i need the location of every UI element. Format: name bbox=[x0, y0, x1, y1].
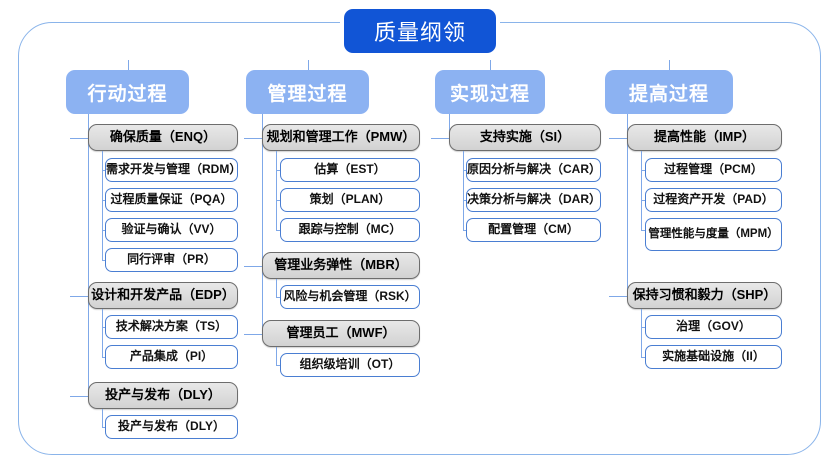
connector-leaf-stub-0-0-2 bbox=[102, 230, 105, 232]
leaf-line-0: 管理性能与度量 bbox=[648, 227, 729, 240]
connector-group-stub-3-1 bbox=[609, 295, 627, 297]
connector-leaf-stub-3-0-2 bbox=[641, 230, 645, 232]
column-header-2[interactable]: 实现过程 bbox=[435, 70, 545, 114]
column-header-1[interactable]: 管理过程 bbox=[246, 70, 369, 114]
group-node-1-1[interactable]: 管理业务弹性（MBR） bbox=[262, 252, 420, 279]
child-trunk-3-1 bbox=[641, 309, 643, 357]
connector-leaf-stub-0-1-1 bbox=[102, 357, 105, 359]
child-trunk-0-2 bbox=[102, 409, 104, 427]
leaf-node-0-2-0[interactable]: 投产与发布（DLY） bbox=[105, 415, 238, 439]
child-trunk-1-1 bbox=[276, 279, 278, 297]
leaf-node-3-1-0[interactable]: 治理（GOV） bbox=[645, 315, 782, 339]
connector-leaf-stub-1-2-0 bbox=[276, 365, 280, 367]
leaf-node-0-0-3[interactable]: 同行评审（PR） bbox=[105, 248, 238, 272]
child-trunk-0-0 bbox=[102, 151, 104, 260]
column-trunk-3 bbox=[627, 114, 629, 296]
leaf-node-0-1-0[interactable]: 技术解决方案（TS） bbox=[105, 315, 238, 339]
connector-leaf-stub-1-0-2 bbox=[276, 230, 280, 232]
leaf-node-1-0-0[interactable]: 估算（EST） bbox=[280, 158, 420, 182]
group-node-3-1[interactable]: 保持习惯和毅力（SHP） bbox=[627, 282, 782, 309]
leaf-node-2-0-0[interactable]: 原因分析与解决（CAR） bbox=[466, 158, 601, 182]
group-node-0-1[interactable]: 设计和开发产品（EDP） bbox=[88, 282, 238, 309]
connector-leaf-stub-2-0-1 bbox=[463, 200, 466, 202]
child-trunk-1-2 bbox=[276, 347, 278, 365]
connector-title-to-header-1 bbox=[307, 60, 309, 70]
leaf-node-1-0-1[interactable]: 策划（PLAN） bbox=[280, 188, 420, 212]
root-title: 质量纲领 bbox=[344, 9, 496, 53]
column-header-3[interactable]: 提高过程 bbox=[605, 70, 733, 114]
connector-group-stub-2-0 bbox=[431, 137, 449, 139]
leaf-node-1-1-0[interactable]: 风险与机会管理（RSK） bbox=[280, 285, 420, 309]
column-header-0[interactable]: 行动过程 bbox=[66, 70, 189, 114]
leaf-node-3-0-0[interactable]: 过程管理（PCM） bbox=[645, 158, 782, 182]
column-trunk-0 bbox=[88, 114, 90, 396]
connector-title-to-header-0 bbox=[127, 60, 129, 70]
connector-group-stub-3-0 bbox=[609, 137, 627, 139]
child-trunk-2-0 bbox=[463, 151, 465, 230]
connector-leaf-stub-2-0-0 bbox=[463, 170, 466, 172]
connector-leaf-stub-0-0-0 bbox=[102, 170, 105, 172]
child-trunk-3-0 bbox=[641, 151, 643, 230]
connector-group-stub-1-0 bbox=[244, 137, 262, 139]
group-node-1-0[interactable]: 规划和管理工作（PMW） bbox=[262, 124, 420, 151]
group-node-0-2[interactable]: 投产与发布（DLY） bbox=[88, 382, 238, 409]
connector-leaf-stub-3-0-1 bbox=[641, 200, 645, 202]
leaf-node-3-0-2[interactable]: 管理性能与度量（MPM） bbox=[645, 218, 782, 251]
connector-leaf-stub-1-1-0 bbox=[276, 297, 280, 299]
connector-leaf-stub-3-0-0 bbox=[641, 170, 645, 172]
leaf-node-0-1-1[interactable]: 产品集成（PI） bbox=[105, 345, 238, 369]
connector-title-to-header-2 bbox=[490, 60, 492, 70]
leaf-node-1-2-0[interactable]: 组织级培训（OT） bbox=[280, 353, 420, 377]
connector-group-stub-0-1 bbox=[70, 295, 88, 297]
child-trunk-1-0 bbox=[276, 151, 278, 230]
connector-leaf-stub-1-0-1 bbox=[276, 200, 280, 202]
connector-group-stub-0-0 bbox=[70, 137, 88, 139]
connector-group-stub-1-1 bbox=[244, 265, 262, 267]
connector-leaf-stub-2-0-2 bbox=[463, 230, 466, 232]
leaf-node-0-0-0[interactable]: 需求开发与管理（RDM） bbox=[105, 158, 241, 182]
leaf-node-0-0-1[interactable]: 过程质量保证（PQA） bbox=[105, 188, 238, 212]
connector-leaf-stub-1-0-0 bbox=[276, 170, 280, 172]
group-node-0-0[interactable]: 确保质量（ENQ） bbox=[88, 124, 238, 151]
leaf-node-2-0-2[interactable]: 配置管理（CM） bbox=[466, 218, 601, 242]
group-node-3-0[interactable]: 提高性能（IMP） bbox=[627, 124, 782, 151]
connector-group-stub-0-2 bbox=[70, 395, 88, 397]
leaf-node-0-0-2[interactable]: 验证与确认（VV） bbox=[105, 218, 238, 242]
connector-leaf-stub-0-1-0 bbox=[102, 327, 105, 329]
leaf-node-1-0-2[interactable]: 跟踪与控制（MC） bbox=[280, 218, 420, 242]
connector-leaf-stub-3-1-1 bbox=[641, 357, 645, 359]
child-trunk-0-1 bbox=[102, 309, 104, 357]
connector-leaf-stub-0-0-3 bbox=[102, 260, 105, 262]
connector-leaf-stub-3-1-0 bbox=[641, 327, 645, 329]
column-trunk-2 bbox=[449, 114, 451, 138]
connector-title-to-header-3 bbox=[669, 60, 671, 70]
connector-leaf-stub-0-2-0 bbox=[102, 427, 105, 429]
connector-leaf-stub-0-0-1 bbox=[102, 200, 105, 202]
leaf-node-2-0-1[interactable]: 决策分析与解决（DAR） bbox=[466, 188, 601, 212]
connector-group-stub-1-2 bbox=[244, 333, 262, 335]
column-trunk-1 bbox=[262, 114, 264, 334]
group-node-1-2[interactable]: 管理员工（MWF） bbox=[262, 320, 420, 347]
leaf-node-3-0-1[interactable]: 过程资产开发（PAD） bbox=[645, 188, 782, 212]
leaf-node-3-1-1[interactable]: 实施基础设施（II） bbox=[645, 345, 782, 369]
group-node-2-0[interactable]: 支持实施（SI） bbox=[449, 124, 601, 151]
leaf-line-1: （MPM） bbox=[728, 227, 779, 240]
